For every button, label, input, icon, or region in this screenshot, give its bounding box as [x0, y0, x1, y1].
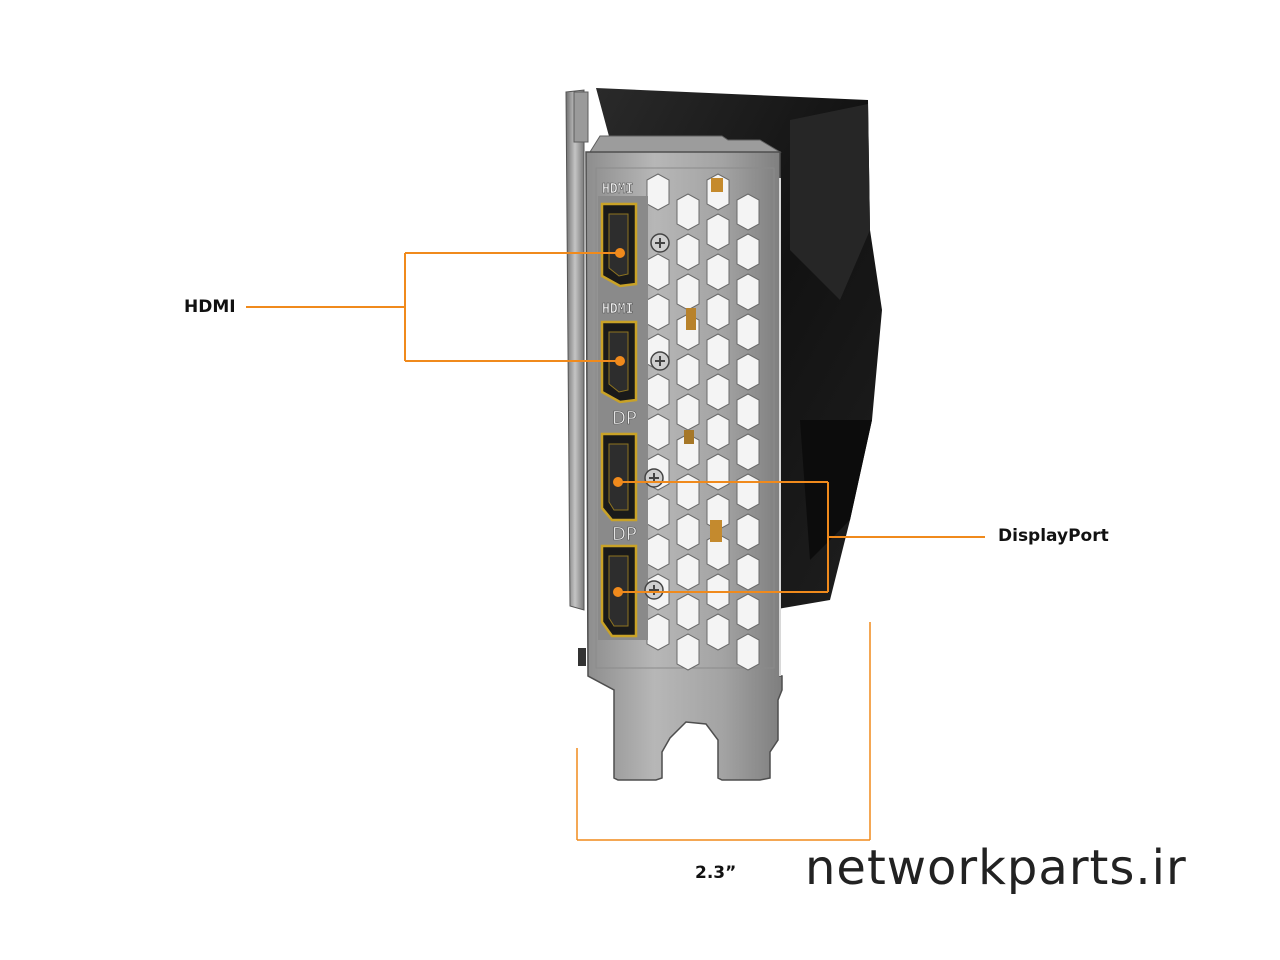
hdmi-callout-dot: [615, 248, 625, 258]
vent-hole: [736, 473, 760, 511]
displayport-callout-label: DisplayPort: [998, 526, 1109, 546]
internal-gold-part: [711, 178, 723, 192]
internal-gold-part: [684, 430, 694, 444]
vent-hole: [646, 413, 670, 451]
bracket-top-tab: [589, 135, 782, 153]
vent-hole: [676, 393, 700, 431]
vent-hole: [706, 373, 730, 411]
hdmi-callout-dot: [615, 356, 625, 366]
displayport-callout-dot: [613, 587, 623, 597]
bracket-side-notch: [578, 648, 586, 666]
screw: [650, 351, 670, 371]
width-dimension-bracket: [576, 622, 871, 841]
displayport-callout-lines: [618, 481, 985, 593]
vent-hole: [646, 533, 670, 571]
bracket-side-tab: [573, 91, 589, 143]
vent-hole: [706, 253, 730, 291]
screw: [650, 233, 670, 253]
port-label-dp: DP: [612, 408, 637, 429]
displayport-port: [600, 432, 638, 522]
watermark-logo: networkparts.ir: [805, 840, 1187, 896]
hdmi-port: [600, 202, 638, 288]
vent-hole: [736, 233, 760, 271]
vent-hole: [646, 173, 670, 211]
vent-hole: [646, 373, 670, 411]
displayport-callout-dot: [613, 477, 623, 487]
vent-hole: [736, 273, 760, 311]
vent-hole: [676, 353, 700, 391]
port-label-dp: DP: [612, 524, 637, 545]
vent-hole: [676, 553, 700, 591]
vent-hole: [676, 473, 700, 511]
vent-hole: [676, 513, 700, 551]
vent-hole: [736, 633, 760, 671]
vent-hole: [676, 273, 700, 311]
vent-holes: [646, 173, 760, 671]
internal-gold-part: [686, 308, 696, 330]
vent-hole: [736, 433, 760, 471]
vent-hole: [736, 553, 760, 591]
fan-shroud-facet: [800, 420, 872, 560]
vent-hole: [646, 493, 670, 531]
vent-hole: [676, 233, 700, 271]
vent-hole: [706, 613, 730, 651]
internal-gold-part: [710, 520, 722, 542]
vent-hole: [736, 393, 760, 431]
screw: [644, 468, 664, 488]
vent-hole: [676, 633, 700, 671]
vent-hole: [706, 413, 730, 451]
vent-hole: [736, 193, 760, 231]
vent-hole: [676, 193, 700, 231]
hdmi-callout-label: HDMI: [184, 297, 236, 317]
vent-hole: [706, 293, 730, 331]
screw: [644, 580, 664, 600]
vent-hole: [736, 353, 760, 391]
bracket-side-plate: [565, 89, 585, 611]
vent-hole: [736, 593, 760, 631]
vent-hole: [736, 513, 760, 551]
vent-hole: [646, 253, 670, 291]
vent-hole: [646, 613, 670, 651]
fan-shroud-facet: [790, 104, 870, 300]
vent-hole: [706, 453, 730, 491]
vent-hole: [706, 213, 730, 251]
vent-hole: [646, 293, 670, 331]
port-label-hdmi: HDMI: [602, 302, 633, 317]
hdmi-callout-lines: [246, 252, 620, 362]
vent-hole: [736, 313, 760, 351]
width-dimension-label: 2.3”: [695, 863, 737, 883]
port-label-hdmi: HDMI: [602, 182, 633, 197]
vent-hole: [706, 333, 730, 371]
vent-hole: [676, 593, 700, 631]
